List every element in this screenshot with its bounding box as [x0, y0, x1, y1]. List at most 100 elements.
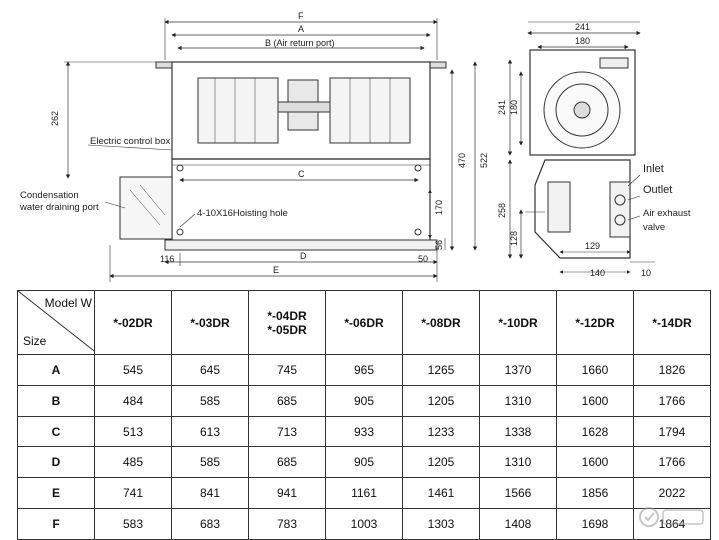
table-cell: 1660	[556, 354, 634, 386]
label-hoisting-hole: 4-10X16Hoisting hole	[197, 208, 288, 219]
table-cell: 545	[94, 354, 172, 386]
size-label: B	[17, 384, 95, 417]
model-header: *-06DR	[325, 290, 403, 355]
table-cell: 484	[94, 384, 172, 417]
dim-side-v241: 241	[497, 100, 507, 115]
table-cell: 1205	[402, 446, 480, 479]
table-cell: 2022	[633, 477, 711, 510]
model-header: *-04DR *-05DR	[248, 290, 326, 355]
table-cell: 585	[171, 384, 249, 417]
table-cell: 1233	[402, 415, 480, 448]
table-header-row: Model W Size *-02DR *-03DR *-04DR *-05DR…	[17, 290, 711, 355]
table-cell: 841	[171, 477, 249, 510]
table-cell: 1628	[556, 415, 634, 448]
dim-side-241: 241	[575, 22, 590, 32]
model-header: *-10DR	[479, 290, 557, 355]
table-cell: 1766	[633, 384, 711, 417]
front-view	[64, 18, 478, 282]
table-corner-cell: Model W Size	[17, 290, 95, 355]
table-cell: 965	[325, 354, 403, 386]
table-cell: 1205	[402, 384, 480, 417]
side-view	[507, 21, 655, 274]
model-header: *-02DR	[94, 290, 172, 355]
dim-470: 470	[457, 153, 467, 168]
table-cell: 1461	[402, 477, 480, 510]
model-header: *-03DR	[171, 290, 249, 355]
table-cell: 1856	[556, 477, 634, 510]
table-cell: 745	[248, 354, 326, 386]
table-cell: 933	[325, 415, 403, 448]
dim-side-258: 258	[497, 203, 507, 218]
table-cell: 1161	[325, 477, 403, 510]
dim-side-v180: 180	[509, 100, 519, 115]
dim-D: D	[300, 251, 307, 261]
table-cell: 941	[248, 477, 326, 510]
table-cell: 613	[171, 415, 249, 448]
table-cell: 1826	[633, 354, 711, 386]
table-cell: 905	[325, 384, 403, 417]
dim-side-140: 140	[590, 268, 605, 278]
table-cell: 585	[171, 446, 249, 479]
dim-F: F	[298, 11, 304, 21]
dim-side-128: 128	[509, 231, 519, 246]
dim-50: 50	[418, 254, 428, 264]
dim-56: 56	[434, 240, 444, 250]
table-cell: 513	[94, 415, 172, 448]
label-outlet: Outlet	[643, 184, 672, 196]
table-cell: 1600	[556, 384, 634, 417]
table-cell: 1408	[479, 508, 557, 540]
table-cell: 1338	[479, 415, 557, 448]
label-air-exhaust-1: Air exhaust	[643, 208, 691, 219]
dim-side-10: 10	[641, 268, 651, 278]
table-cell: 685	[248, 446, 326, 479]
table-cell: 1303	[402, 508, 480, 540]
dim-A: A	[298, 24, 304, 34]
corner-diagonal	[18, 291, 94, 352]
table-cell: 1698	[556, 508, 634, 540]
table-cell: 683	[171, 508, 249, 540]
dim-E: E	[273, 265, 279, 275]
table-cell: 1600	[556, 446, 634, 479]
table-cell: 905	[325, 446, 403, 479]
size-label: D	[17, 446, 95, 479]
model-header: *-12DR	[556, 290, 634, 355]
table-cell: 1794	[633, 415, 711, 448]
corner-size-label: Size	[23, 334, 47, 348]
table-cell: 1370	[479, 354, 557, 386]
dimension-table: Model W Size *-02DR *-03DR *-04DR *-05DR…	[17, 290, 711, 540]
table-cell: 1310	[479, 446, 557, 479]
part-labels: Electric control box Condensation water …	[19, 136, 691, 233]
dim-side-180: 180	[575, 36, 590, 46]
table-cell: 713	[248, 415, 326, 448]
table-cell: 645	[171, 354, 249, 386]
size-label: C	[17, 415, 95, 448]
model-header: *-08DR	[402, 290, 480, 355]
label-condensation-1: Condensation	[20, 190, 79, 201]
size-label: F	[17, 508, 95, 540]
dim-262: 262	[50, 111, 60, 126]
dim-116: 116	[160, 254, 174, 264]
label-electric-box: Electric control box	[90, 136, 171, 147]
dim-side-129: 129	[585, 241, 600, 251]
dimension-labels: F A B (Air return port) C D E 262 470 52…	[50, 11, 651, 278]
dim-B: B (Air return port)	[265, 38, 335, 48]
label-inlet: Inlet	[643, 163, 664, 175]
model-header: *-14DR	[633, 290, 711, 355]
corner-model-label: Model W	[44, 296, 92, 310]
label-condensation-2: water draining port	[19, 202, 99, 213]
table-cell: 583	[94, 508, 172, 540]
dim-522: 522	[479, 153, 489, 168]
dim-170: 170	[434, 200, 444, 215]
table-cell: 741	[94, 477, 172, 510]
table-cell: 1310	[479, 384, 557, 417]
size-label: A	[17, 354, 95, 386]
label-air-exhaust-2: valve	[643, 222, 665, 233]
table-cell: 1566	[479, 477, 557, 510]
table-cell: 485	[94, 446, 172, 479]
